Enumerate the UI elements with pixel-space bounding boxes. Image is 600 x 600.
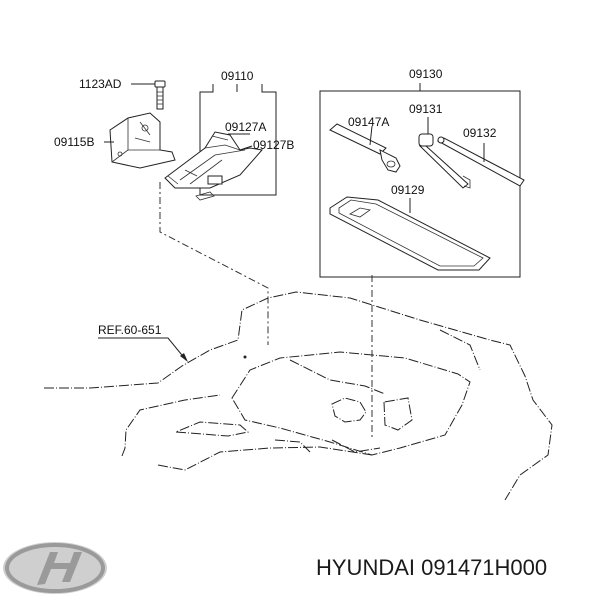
handle-part — [436, 136, 525, 187]
jack-connector — [159, 182, 269, 345]
label-wrench: 09131 — [409, 102, 443, 116]
label-bolt: 1123AD — [79, 77, 122, 91]
label-jack-part-a: 09127A — [225, 120, 266, 134]
tool-a-leader — [369, 125, 373, 146]
bracket-part — [109, 112, 176, 169]
label-jack-assembly: 09110 — [221, 69, 254, 83]
bolt-part — [154, 80, 166, 110]
reference-leader — [98, 337, 187, 361]
jack-part — [164, 131, 263, 201]
label-bracket: 09115B — [54, 135, 94, 149]
jack-group-bracket — [199, 84, 277, 196]
hyundai-logo-icon — [3, 542, 107, 594]
wrench-part — [418, 133, 471, 189]
tool-bag-part — [329, 196, 491, 271]
label-reference: REF.60-651 — [98, 323, 162, 337]
part-number-caption: HYUNDAI 091471H000 — [316, 555, 548, 580]
floor-marker — [243, 355, 247, 359]
label-tool-kit: 09130 — [409, 67, 443, 81]
reference-arrow-icon — [180, 353, 188, 362]
label-tool-a: 09147A — [348, 115, 389, 129]
jack-b-leader — [239, 145, 253, 151]
tool-a-part — [329, 123, 401, 173]
label-handle: 09132 — [463, 126, 497, 140]
label-jack-part-b: 09127B — [253, 138, 294, 152]
label-tool-bag: 09129 — [391, 183, 425, 197]
floor-panel — [44, 291, 553, 501]
